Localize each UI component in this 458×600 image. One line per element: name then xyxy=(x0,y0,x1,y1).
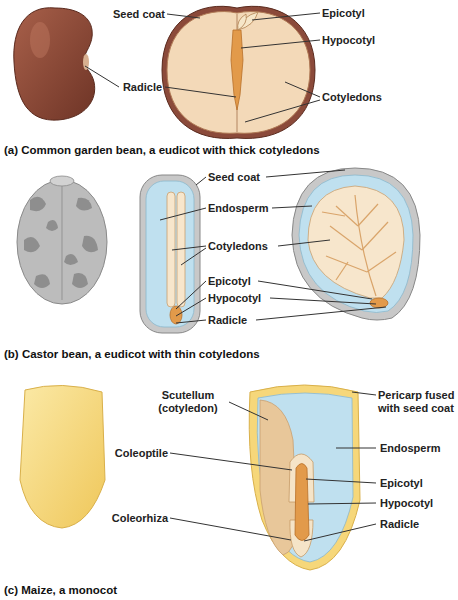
part-label: Seed coat xyxy=(208,171,288,184)
leader-line xyxy=(278,240,330,246)
mottle-patch xyxy=(24,237,40,252)
part-label: Cotyledons xyxy=(322,91,422,104)
leader-line xyxy=(308,503,376,504)
part-label: Radicle xyxy=(208,314,288,327)
leader-line xyxy=(176,281,206,309)
vein xyxy=(322,212,345,216)
part-label: Epicotyl xyxy=(208,275,288,288)
mottle-patch xyxy=(46,220,58,231)
cotyledon xyxy=(167,12,310,134)
mottle-patch xyxy=(30,197,46,211)
part-label: Hypocotyl xyxy=(380,497,458,510)
leader-line xyxy=(245,100,320,122)
part-label: Hypocotyl xyxy=(322,34,422,47)
part-label: Coleoptile xyxy=(68,447,168,460)
embryo-axis xyxy=(295,464,309,541)
leader-line xyxy=(256,307,386,320)
part-label: Epicotyl xyxy=(380,477,458,490)
part-label: Epicotyl xyxy=(322,7,422,20)
embryo-axis xyxy=(231,30,243,110)
leader-line xyxy=(241,40,320,48)
bean-highlight xyxy=(30,22,50,58)
leader-line xyxy=(258,281,372,299)
seed-coat xyxy=(140,175,200,333)
part-label: Endosperm xyxy=(208,202,288,215)
figure-caption: (a) Common garden bean, a eudicot with t… xyxy=(4,144,454,157)
maize-kernel xyxy=(20,385,105,528)
seed-coat xyxy=(292,168,420,320)
leader-line xyxy=(181,248,206,265)
part-label: Scutellum (cotyledon) xyxy=(148,389,228,415)
leader-line xyxy=(167,14,200,18)
seed-mottling xyxy=(24,197,98,288)
part-label: Cotyledons xyxy=(208,240,288,253)
epicotyl-leaf xyxy=(238,14,247,30)
epicotyl-leaf xyxy=(238,12,258,30)
mottle-patch xyxy=(34,274,50,288)
part-label: Coleorhiza xyxy=(68,512,168,525)
vein xyxy=(336,262,348,280)
leader-lines xyxy=(85,13,320,122)
seed-coat xyxy=(162,6,315,138)
leader-line xyxy=(172,246,206,250)
leader-line xyxy=(306,479,376,483)
part-label: Radicle xyxy=(380,518,458,531)
vein xyxy=(367,252,396,272)
bean-seed xyxy=(14,8,95,120)
leader-line xyxy=(229,402,268,420)
vein xyxy=(358,204,378,226)
seed-ridge xyxy=(61,184,62,300)
leader-line xyxy=(176,320,206,323)
vein xyxy=(336,206,358,226)
leader-line xyxy=(285,82,320,97)
leader-line xyxy=(170,453,292,470)
endosperm xyxy=(146,181,194,327)
part-label: Hypocotyl xyxy=(208,292,288,305)
leader-line xyxy=(160,208,206,220)
cotyledon xyxy=(308,186,404,298)
mottle-patch xyxy=(82,236,98,252)
leader-line xyxy=(336,448,376,449)
vein xyxy=(330,226,362,250)
leader-lines xyxy=(160,170,386,323)
leader-lines xyxy=(170,392,376,541)
leader-line xyxy=(266,170,345,177)
figure-caption: (b) Castor bean, a eudicot with thin cot… xyxy=(4,348,454,361)
leader-line xyxy=(85,66,119,87)
leader-line xyxy=(165,87,236,97)
mottle-patch xyxy=(64,254,78,265)
castor-seed xyxy=(17,180,107,304)
leader-line xyxy=(270,298,376,304)
part-label: Endosperm xyxy=(380,442,458,455)
embryo-axis xyxy=(370,298,388,308)
part-label: Pericarp fused with seed coat xyxy=(378,389,458,415)
part-label: Radicle xyxy=(115,81,170,94)
part-label: Seed coat xyxy=(85,8,165,21)
leader-line xyxy=(252,13,320,20)
figure-caption: (c) Maize, a monocot xyxy=(4,584,454,597)
leader-line xyxy=(170,518,291,540)
leader-line xyxy=(196,177,206,185)
leader-line xyxy=(352,392,376,395)
leader-line xyxy=(272,206,312,208)
mottle-patch xyxy=(72,273,88,288)
leader-line xyxy=(304,524,376,541)
cotyledon-veins xyxy=(322,195,396,296)
vein xyxy=(362,222,388,250)
caruncle xyxy=(50,176,74,186)
endosperm xyxy=(299,175,413,313)
leader-line xyxy=(176,298,206,316)
pericarp xyxy=(249,385,360,570)
mottle-patch xyxy=(76,198,92,211)
